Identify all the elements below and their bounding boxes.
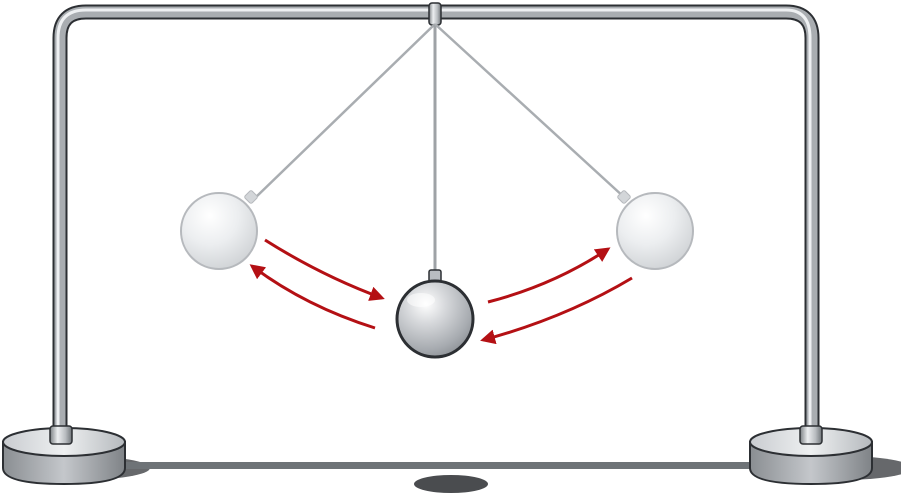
left-post-collar	[49, 425, 73, 445]
arrow-right-to-center	[480, 276, 633, 345]
bob-left-ghost-body	[180, 192, 258, 270]
bob-right-ghost-body	[616, 192, 694, 270]
bob-center-body	[395, 279, 475, 359]
left-base	[1, 425, 126, 486]
bob-center-highlight	[407, 293, 435, 307]
arrow-left-to-center	[264, 238, 385, 301]
bob-left-ghost-cap	[244, 190, 258, 204]
right-base	[749, 425, 873, 486]
bob-right-ghost-cap	[617, 190, 631, 204]
right-post-collar	[799, 425, 823, 445]
bob-shadow	[414, 475, 488, 493]
arrow-center-to-left	[249, 264, 376, 330]
string-left	[254, 23, 436, 199]
floor-bar	[120, 462, 780, 469]
arrow-center-to-right	[487, 247, 611, 304]
bob-left-ghost	[180, 190, 258, 270]
string-right	[434, 23, 626, 199]
hanger-clamp	[428, 2, 442, 26]
bob-center	[395, 269, 475, 359]
motion-arrows	[249, 238, 633, 345]
bob-right-ghost	[616, 190, 694, 270]
